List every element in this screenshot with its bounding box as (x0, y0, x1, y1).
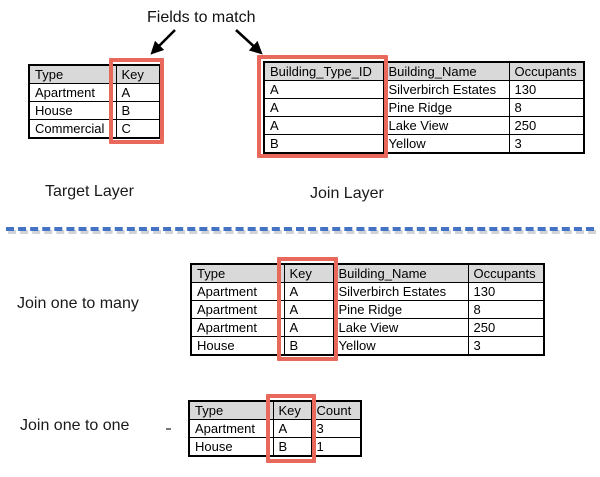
table-row: Apartment A (28, 83, 161, 102)
table-cell: 1 (310, 437, 362, 457)
table-cell: Pine Ridge (382, 98, 510, 117)
table-cell: B (272, 437, 312, 457)
stray-mark (166, 428, 171, 430)
table-row: A Pine Ridge 8 (263, 98, 585, 117)
table-cell: 250 (508, 116, 585, 135)
table-row: House B Yellow 3 (190, 336, 545, 356)
divider-shadow (8, 230, 596, 234)
column-header: Building_Type_ID (263, 61, 384, 81)
column-header: Type (28, 64, 117, 84)
table-header-row: Building_Type_ID Building_Name Occupants (263, 61, 585, 81)
table-cell: 8 (467, 300, 545, 319)
table-row: A Silverbirch Estates 130 (263, 80, 585, 99)
table-cell: Yellow (382, 134, 510, 154)
table-cell: Apartment (190, 282, 285, 301)
table-cell: C (115, 119, 161, 139)
fields-to-match-title: Fields to match (147, 9, 256, 26)
column-header: Count (310, 400, 362, 420)
join-one-to-many-label: Join one to many (17, 295, 139, 312)
table-cell: A (115, 83, 161, 102)
table-cell: House (190, 336, 285, 356)
table-cell: Commercial (28, 119, 117, 139)
table-cell: A (272, 419, 312, 438)
table-cell: 130 (508, 80, 585, 99)
table-header-row: Type Key Count (188, 400, 362, 420)
column-header: Building_Name (382, 61, 510, 81)
dashed-divider (6, 227, 596, 237)
table-cell: A (263, 116, 384, 135)
table-cell: 3 (508, 134, 585, 154)
column-header: Occupants (508, 61, 585, 81)
table-cell: A (263, 98, 384, 117)
table-cell: A (283, 282, 334, 301)
column-header: Occupants (467, 263, 545, 283)
table-row: Apartment A Lake View 250 (190, 318, 545, 337)
fields-to-match-arrows-icon (150, 29, 263, 55)
table-cell: A (283, 300, 334, 319)
table-cell: 250 (467, 318, 545, 337)
one-to-one-table: Type Key Count Apartment A 3 House B 1 (188, 400, 362, 457)
table-row: House B 1 (188, 437, 362, 457)
table-row: Apartment A Pine Ridge 8 (190, 300, 545, 319)
table-row: Apartment A Silverbirch Estates 130 (190, 282, 545, 301)
column-header: Type (190, 263, 285, 283)
table-cell: Apartment (28, 83, 117, 102)
table-cell: Pine Ridge (332, 300, 469, 319)
table-cell: Silverbirch Estates (332, 282, 469, 301)
table-cell: Lake View (382, 116, 510, 135)
table-cell: A (263, 80, 384, 99)
table-row: B Yellow 3 (263, 134, 585, 154)
table-header-row: Type Key (28, 64, 161, 84)
column-header: Building_Name (332, 263, 469, 283)
table-header-row: Type Key Building_Name Occupants (190, 263, 545, 283)
table-cell: Yellow (332, 336, 469, 356)
table-cell: 8 (508, 98, 585, 117)
table-cell: 3 (467, 336, 545, 356)
table-cell: House (188, 437, 274, 457)
arrow-left-icon (150, 29, 176, 55)
column-header: Type (188, 400, 274, 420)
column-header: Key (115, 64, 161, 84)
table-cell: Apartment (190, 300, 285, 319)
table-cell: A (283, 318, 334, 337)
table-cell: 130 (467, 282, 545, 301)
table-cell: Lake View (332, 318, 469, 337)
column-header: Key (272, 400, 312, 420)
table-cell: B (283, 336, 334, 356)
table-row: Apartment A 3 (188, 419, 362, 438)
target-layer-label: Target Layer (45, 183, 134, 200)
join-layer-label: Join Layer (310, 185, 384, 202)
table-cell: Apartment (190, 318, 285, 337)
one-to-many-table: Type Key Building_Name Occupants Apartme… (190, 263, 545, 356)
target-layer-table: Type Key Apartment A House B Commercial … (28, 64, 161, 139)
table-cell: B (263, 134, 384, 154)
table-cell: House (28, 101, 117, 120)
table-cell: 3 (310, 419, 362, 438)
table-cell: B (115, 101, 161, 120)
join-one-to-one-label: Join one to one (20, 417, 130, 434)
join-layer-table: Building_Type_ID Building_Name Occupants… (263, 61, 585, 154)
column-header: Key (283, 263, 334, 283)
arrow-right-icon (235, 29, 263, 55)
divider-line (6, 227, 594, 231)
table-row: House B (28, 101, 161, 120)
table-cell: Apartment (188, 419, 274, 438)
table-row: A Lake View 250 (263, 116, 585, 135)
table-row: Commercial C (28, 119, 161, 139)
table-cell: Silverbirch Estates (382, 80, 510, 99)
